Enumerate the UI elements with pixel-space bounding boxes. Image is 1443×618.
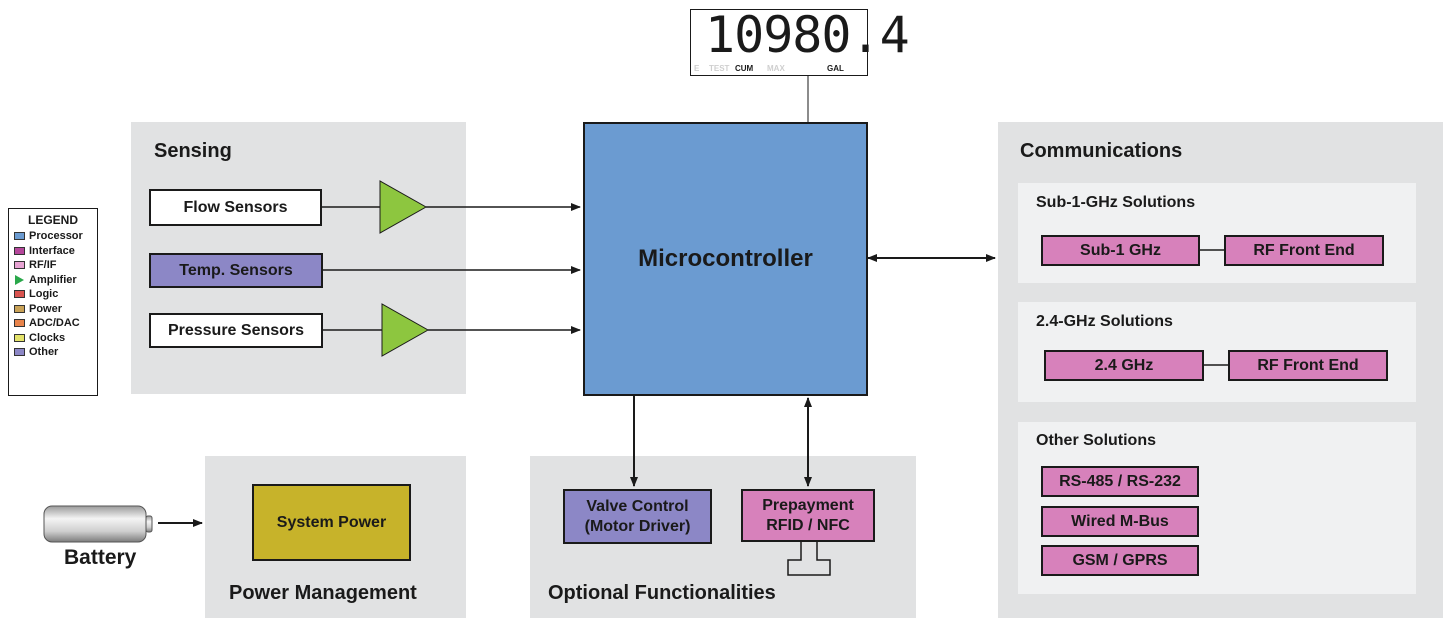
sub1ghz-frontend-box: RF Front End	[1224, 235, 1384, 266]
pressure-amplifier-icon	[381, 303, 430, 357]
flow-sensors-box: Flow Sensors	[149, 189, 322, 226]
system-power-box: System Power	[252, 484, 411, 561]
lcd-label-test: TEST	[709, 64, 730, 73]
lcd-label-e: E	[694, 64, 700, 73]
temp-sensors-box: Temp. Sensors	[149, 253, 323, 288]
legend-item-amplifier: Amplifier	[14, 273, 92, 288]
legend-item-power: Power	[14, 302, 92, 317]
legend-swatch	[14, 290, 25, 299]
sub1ghz-title: Sub-1-GHz Solutions	[1036, 194, 1196, 211]
lcd-label-gal: GAL	[827, 64, 844, 73]
optional-functionalities-title: Optional Functionalities	[548, 582, 776, 604]
ghz24-title: 2.4-GHz Solutions	[1036, 313, 1173, 330]
lcd-display: 10980.4 E TEST CUM MAX GAL	[690, 6, 910, 76]
legend-swatch	[14, 348, 25, 357]
gsm-gprs-box: GSM / GPRS	[1041, 545, 1199, 576]
battery-label: Battery	[64, 546, 137, 569]
legend-item-processor: Processor	[14, 229, 92, 244]
legend-swatch	[14, 261, 25, 270]
flow-amplifier-icon	[379, 180, 428, 234]
ghz24-frontend-box: RF Front End	[1228, 350, 1388, 381]
legend-swatch	[14, 333, 25, 342]
legend-item-interface: Interface	[14, 244, 92, 259]
wired-mbus-box: Wired M-Bus	[1041, 506, 1199, 537]
rfid-nfc-label: RFID / NFC	[766, 516, 850, 534]
sub1ghz-panel	[1018, 183, 1416, 283]
legend-item-adcdac: ADC/DAC	[14, 316, 92, 331]
power-management-title: Power Management	[229, 582, 417, 604]
microcontroller-block: Microcontroller	[583, 122, 868, 396]
prepayment-label: Prepayment	[762, 497, 854, 515]
ghz24-radio-box: 2.4 GHz	[1044, 350, 1204, 381]
communications-title: Communications	[1020, 140, 1183, 162]
valve-control-box: Valve Control (Motor Driver)	[563, 489, 712, 544]
prepayment-box: Prepayment RFID / NFC	[741, 489, 875, 542]
lcd-label-max: MAX	[767, 64, 785, 73]
battery-icon	[43, 505, 153, 543]
legend: LEGEND Processor Interface RF/IF Amplifi…	[8, 208, 98, 396]
legend-item-clocks: Clocks	[14, 331, 92, 346]
lcd-label-cum: CUM	[735, 64, 754, 73]
legend-item-rfif: RF/IF	[14, 258, 92, 273]
valve-control-label: Valve Control	[586, 498, 689, 516]
motor-driver-label: (Motor Driver)	[584, 517, 691, 535]
sub1ghz-radio-box: Sub-1 GHz	[1041, 235, 1200, 266]
legend-item-logic: Logic	[14, 287, 92, 302]
other-solutions-title: Other Solutions	[1036, 432, 1156, 449]
legend-swatch	[14, 232, 25, 241]
lcd-digits: 10980.4	[705, 6, 910, 64]
legend-title: LEGEND	[27, 213, 78, 227]
rs485-box: RS-485 / RS-232	[1041, 466, 1199, 497]
legend-swatch	[14, 304, 25, 313]
rfid-card-icon	[787, 542, 831, 576]
sensing-title: Sensing	[154, 140, 232, 162]
legend-swatch	[14, 319, 25, 328]
legend-swatch	[14, 246, 25, 255]
pressure-sensors-box: Pressure Sensors	[149, 313, 323, 348]
amplifier-triangle-icon	[15, 274, 24, 285]
legend-item-other: Other	[14, 345, 92, 360]
